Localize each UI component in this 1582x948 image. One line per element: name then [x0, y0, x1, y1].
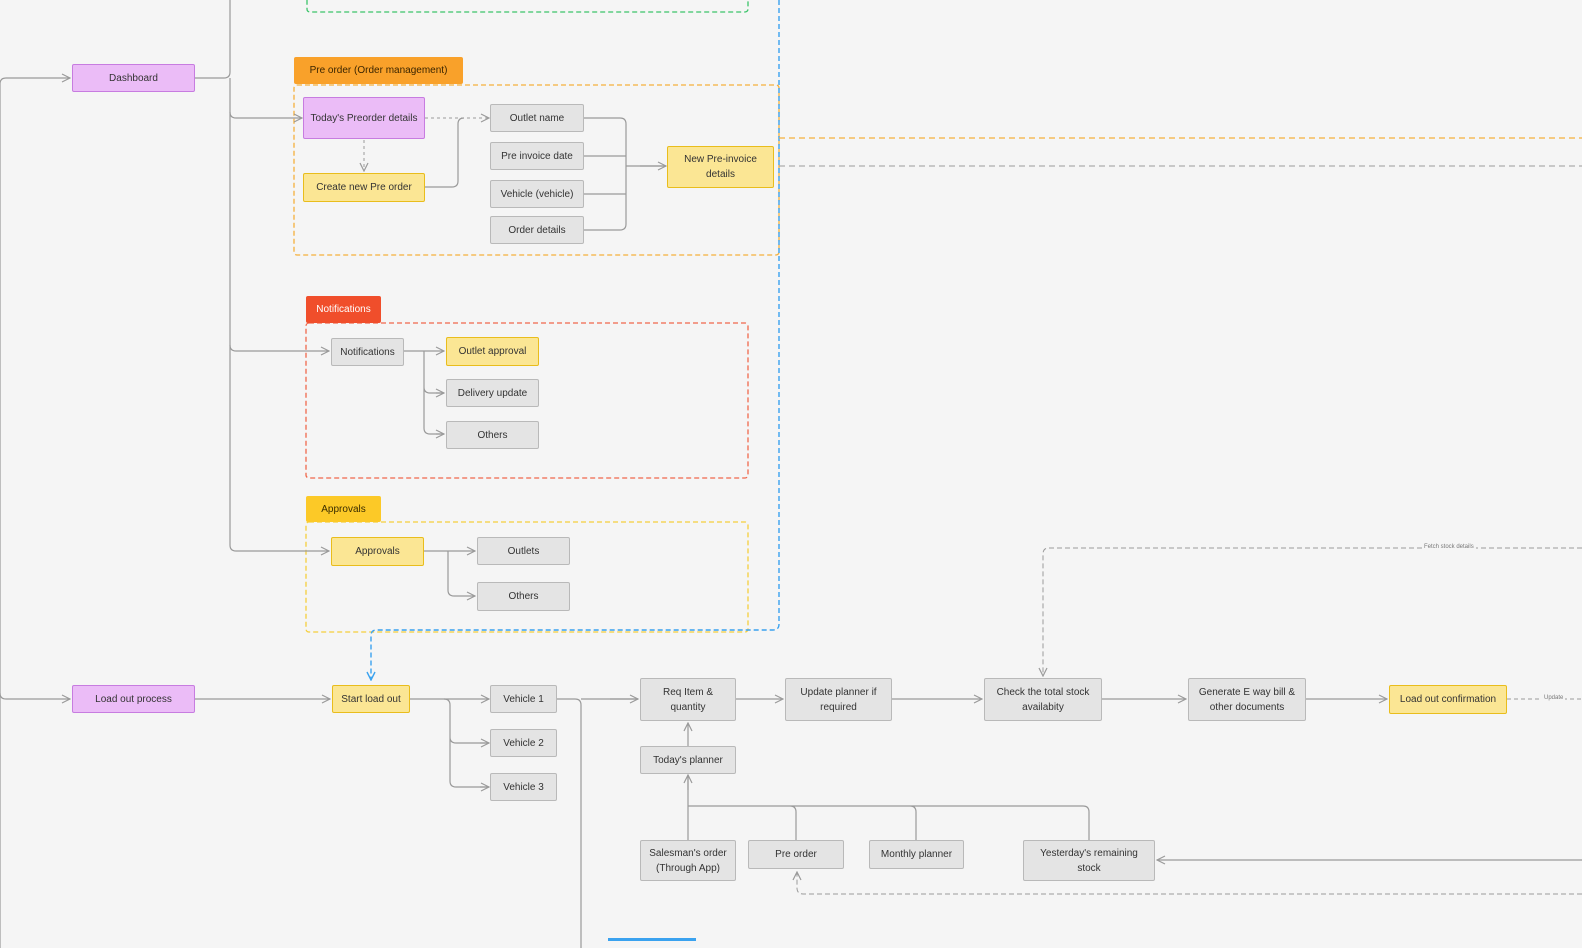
sources-to-planner [687, 776, 1090, 840]
todays-preorder-details-node[interactable]: Today's Preorder details [303, 97, 425, 139]
fetch-stock-details-label: Fetch stock details [1422, 544, 1476, 550]
selection-bar [608, 938, 696, 941]
outlets-node[interactable]: Outlets [477, 537, 570, 565]
blue-dashed-connector [371, 0, 780, 680]
load-out-process-node[interactable]: Load out process [72, 685, 195, 713]
left-trunk-loadout [0, 692, 70, 699]
preorder-group-border [293, 84, 780, 256]
notifications-group-border [305, 322, 749, 479]
new-pre-invoice-details-node[interactable]: New Pre-invoice details [667, 146, 774, 188]
vehicle-1-node[interactable]: Vehicle 1 [490, 685, 557, 713]
preorder-group-label: Pre order (Order management) [294, 57, 463, 84]
delivery-update-node[interactable]: Delivery update [446, 379, 539, 407]
pre-invoice-date-node[interactable]: Pre invoice date [490, 142, 584, 170]
dashboard-connector [195, 0, 231, 79]
generate-eway-bill-node[interactable]: Generate E way bill & other documents [1188, 678, 1306, 721]
start-load-out-node[interactable]: Start load out [332, 685, 410, 713]
update-planner-node[interactable]: Update planner if required [785, 678, 892, 721]
notifications-group-label: Notifications [306, 296, 381, 323]
bottom-dashed-preorder [797, 872, 1582, 895]
left-trunk [0, 78, 70, 948]
vehicle-field-node[interactable]: Vehicle (vehicle) [490, 180, 584, 208]
req-item-quantity-node[interactable]: Req Item & quantity [640, 678, 736, 721]
approvals-branch [447, 551, 475, 596]
dashboard-node[interactable]: Dashboard [72, 64, 195, 92]
dashboard-to-preorder [229, 111, 302, 118]
outlet-name-node[interactable]: Outlet name [490, 104, 584, 132]
vehicle-to-req [557, 698, 638, 948]
fields-merge [584, 117, 666, 231]
approvals-group-border [305, 521, 749, 633]
yesterdays-remaining-stock-node[interactable]: Yesterday's remaining stock [1023, 840, 1155, 881]
outlet-approval-node[interactable]: Outlet approval [446, 337, 539, 366]
notif-branches [423, 351, 444, 435]
order-details-node[interactable]: Order details [490, 216, 584, 244]
approvals-group-label: Approvals [306, 496, 381, 522]
fetch-stock-dashed [1043, 547, 1582, 676]
start-to-vehicles [443, 698, 489, 788]
green-group-border [306, 0, 749, 13]
notifications-node[interactable]: Notifications [331, 338, 404, 366]
dashboard-trunk [229, 78, 329, 551]
update-edge-label: Update [1542, 695, 1566, 701]
monthly-planner-node[interactable]: Monthly planner [869, 840, 964, 869]
vehicle-2-node[interactable]: Vehicle 2 [490, 729, 557, 757]
approval-others-node[interactable]: Others [477, 582, 570, 611]
create-to-fields [425, 117, 465, 188]
vehicle-3-node[interactable]: Vehicle 3 [490, 773, 557, 801]
approvals-node[interactable]: Approvals [331, 537, 424, 566]
todays-planner-node[interactable]: Today's planner [640, 746, 736, 774]
notification-others-node[interactable]: Others [446, 421, 539, 449]
load-out-confirmation-node[interactable]: Load out confirmation [1389, 685, 1507, 714]
create-new-preorder-node[interactable]: Create new Pre order [303, 173, 425, 202]
dashboard-to-notifications [229, 344, 329, 351]
check-total-stock-node[interactable]: Check the total stock availabity [984, 678, 1102, 721]
salesmans-order-node[interactable]: Salesman's order (Through App) [640, 840, 736, 881]
pre-order-source-node[interactable]: Pre order [748, 840, 844, 869]
